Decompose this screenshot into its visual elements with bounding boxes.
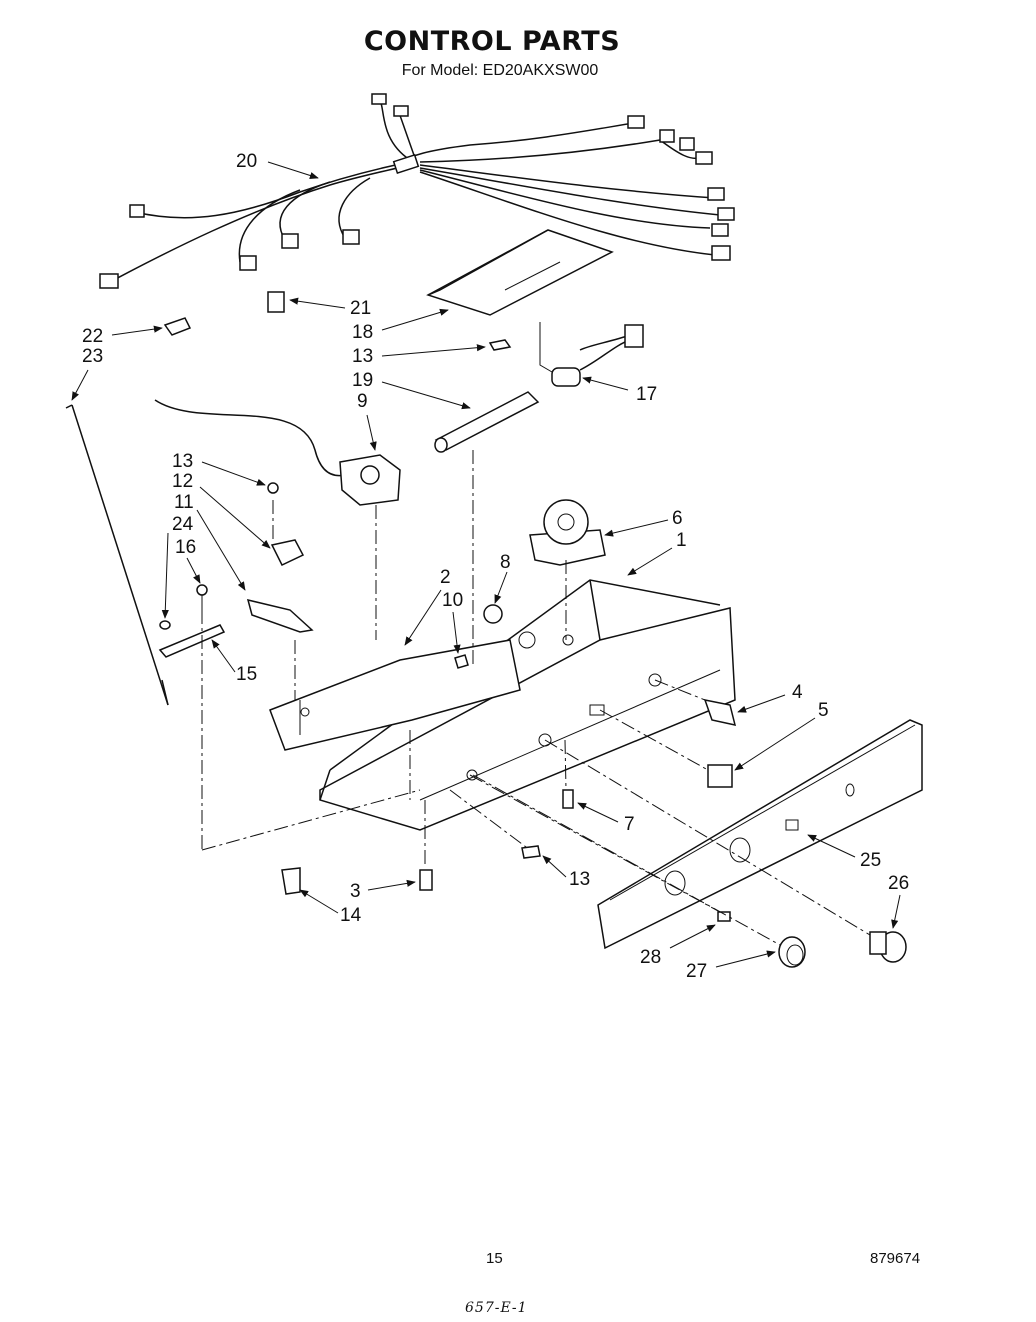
document-number: 879674 — [870, 1250, 921, 1267]
part-28-clip — [717, 911, 731, 922]
callout-27: 27 — [686, 961, 707, 982]
part-22-clip — [163, 317, 192, 336]
callout-12: 12 — [172, 471, 193, 492]
cover-plate — [426, 229, 614, 316]
callout-28: 28 — [640, 947, 661, 968]
part-6-timer — [529, 499, 606, 566]
part-26-knob — [869, 931, 907, 963]
callout-6: 6 — [672, 508, 683, 529]
part-7-screw — [562, 789, 574, 809]
callout-22: 22 — [82, 326, 103, 347]
callout-3: 3 — [350, 881, 361, 902]
callout-8: 8 — [500, 552, 511, 573]
part-19-heater — [434, 391, 540, 453]
part-21-clip — [267, 291, 285, 313]
callout-11: 11 — [174, 492, 194, 513]
part-1-housing — [319, 579, 736, 831]
callout-4: 4 — [792, 682, 803, 703]
callout-24: 24 — [172, 514, 194, 535]
part-5-light-socket — [707, 764, 733, 788]
alignment-lines — [201, 450, 871, 946]
callout-14: 14 — [340, 905, 362, 926]
part-14-clip — [281, 867, 301, 895]
callout-17: 17 — [636, 384, 657, 405]
page-number: 15 — [486, 1250, 503, 1267]
callout-13: 13 — [352, 346, 373, 367]
handwritten-note: 657-E-1 — [465, 1300, 528, 1316]
part-13-screw-bottom — [521, 845, 541, 859]
model-subtitle: For Model: ED20AKXSW00 — [401, 62, 599, 79]
callout-9: 9 — [357, 391, 368, 412]
left-small-parts — [65, 404, 314, 706]
part-3-screw — [419, 869, 433, 891]
part-9-control — [154, 399, 401, 506]
part-17-capacitor — [539, 322, 644, 387]
callout-2: 2 — [440, 567, 451, 588]
callout-13c: 13 — [569, 869, 590, 890]
callout-13b: 13 — [172, 451, 193, 472]
part-13-screw-top — [488, 339, 512, 351]
part-10-screw — [454, 654, 469, 669]
wire-harness — [99, 93, 735, 289]
callout-10: 10 — [442, 590, 463, 611]
callout-23: 23 — [82, 346, 103, 367]
callout-labels: 20 21 18 13 19 17 22 23 9 13 12 11 24 16… — [82, 151, 909, 982]
callout-15: 15 — [236, 664, 257, 685]
part-4-switch — [703, 699, 737, 726]
callout-1: 1 — [676, 530, 687, 551]
part-8-grommet — [483, 604, 503, 624]
callout-18: 18 — [352, 322, 373, 343]
callout-16: 16 — [175, 537, 196, 558]
part-27-knob — [778, 936, 806, 968]
callout-20: 20 — [236, 151, 257, 172]
part-25-control-panel — [597, 719, 923, 950]
callout-21: 21 — [350, 298, 371, 319]
leader-arrows — [71, 161, 901, 968]
callout-26: 26 — [888, 873, 909, 894]
callout-7: 7 — [624, 814, 635, 835]
callout-25: 25 — [860, 850, 881, 871]
page-title: CONTROL PARTS — [363, 26, 621, 57]
callout-19: 19 — [352, 370, 373, 391]
callout-5: 5 — [818, 700, 829, 721]
